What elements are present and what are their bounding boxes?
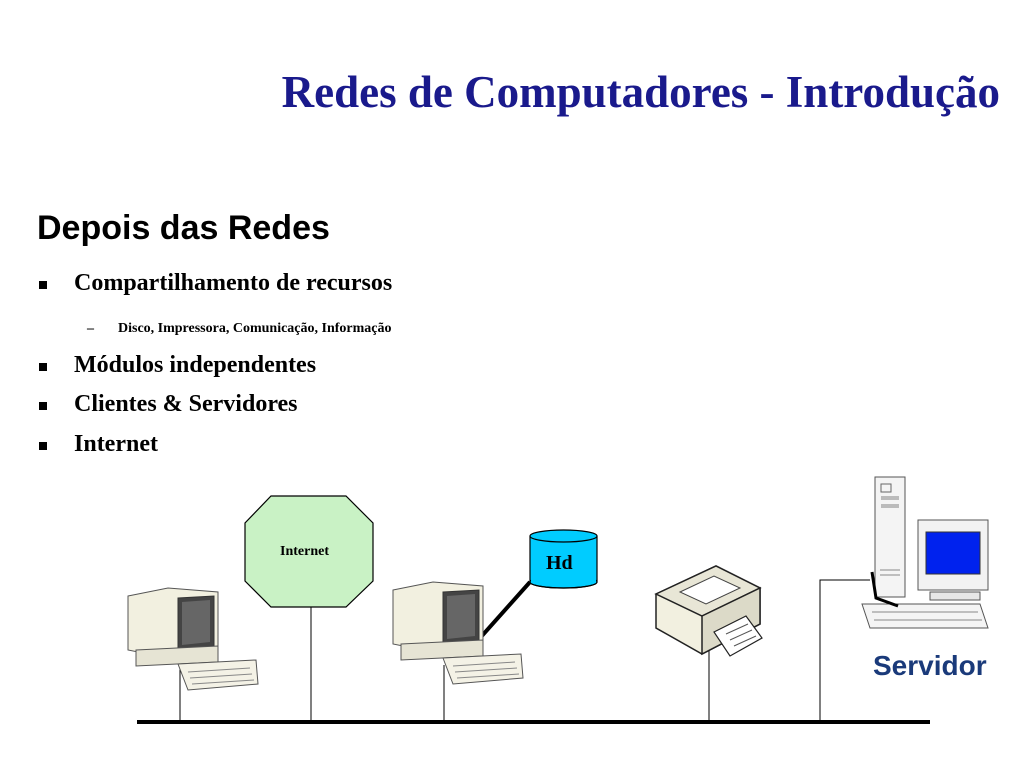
bullet-marker-icon: [39, 402, 47, 410]
hd-link-line: [478, 580, 532, 640]
bullet-text: Clientes & Servidores: [74, 391, 298, 417]
sub-bullet-marker: –: [87, 321, 94, 336]
bullet-marker-icon: [39, 442, 47, 450]
bullet-text: Módulos independentes: [74, 352, 317, 378]
computer-icon: [127, 587, 259, 691]
hd-label: Hd: [546, 552, 573, 574]
internet-node: [244, 495, 374, 608]
bullet-text: Compartilhamento de recursos: [74, 270, 393, 296]
disk-icon: [529, 529, 598, 589]
server-icon: [861, 476, 989, 629]
bullet-marker-icon: [39, 363, 47, 371]
sub-bullet-text: Disco, Impressora, Comunicação, Informaç…: [118, 321, 392, 336]
printer-icon: [654, 565, 763, 657]
bullet-marker-icon: [39, 281, 47, 289]
internet-label: Internet: [280, 544, 329, 559]
computer-icon: [392, 581, 524, 685]
link-line: [819, 579, 870, 722]
slide-title: Redes de Computadores - Introdução: [281, 67, 1000, 117]
server-label: Servidor: [873, 650, 987, 681]
slide-subtitle: Depois das Redes: [37, 209, 330, 247]
bullet-text: Internet: [74, 431, 158, 457]
